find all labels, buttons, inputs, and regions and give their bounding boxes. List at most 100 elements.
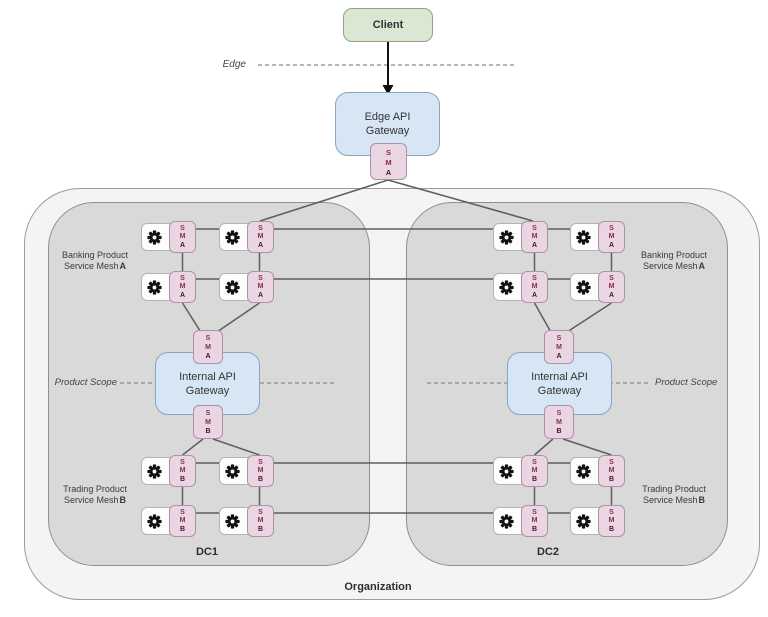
sidecar-sma: S M A	[521, 221, 548, 253]
sidecar-letter: S	[532, 274, 537, 282]
sidecar-letter: M	[531, 283, 538, 291]
edge-scope-label: Edge	[222, 59, 246, 70]
gear-icon	[576, 464, 591, 479]
sidecar-letter: M	[179, 283, 186, 291]
sidecar-letter: S	[180, 274, 185, 282]
sidecar-smb: S M B	[598, 455, 625, 487]
sidecar-smb: S M B	[521, 505, 548, 537]
gear-icon	[147, 230, 162, 245]
client-to-gateway-arrow	[382, 42, 394, 95]
gear-icon	[576, 230, 591, 245]
service-node: S M A	[493, 271, 548, 303]
sidecar-letter: B	[531, 475, 538, 483]
sidecar-letter: M	[531, 467, 538, 475]
sidecar-sma: S M A	[370, 143, 407, 180]
sidecar-letter: M	[556, 419, 562, 426]
sidecar-sma: S M A	[193, 330, 223, 364]
sidecar-letter: B	[257, 525, 264, 533]
mesh-label-banking-left: Banking Product Service MeshA	[40, 250, 150, 272]
service-node: S M B	[493, 505, 548, 537]
sidecar-letter: M	[257, 233, 264, 241]
sidecar-sma: S M A	[544, 330, 574, 364]
sidecar-letter: S	[532, 224, 537, 232]
sidecar-letter: B	[608, 525, 615, 533]
sidecar-letter: A	[608, 241, 615, 249]
mesh-label-trading-left: Trading Product Service MeshB	[40, 484, 150, 506]
sidecar-letter: M	[608, 517, 615, 525]
sidecar-letter: M	[205, 344, 211, 351]
sidecar-letter: A	[385, 167, 392, 177]
sidecar-letter: A	[179, 241, 186, 249]
sidecar-letter: M	[608, 467, 615, 475]
sidecar-letter: A	[257, 291, 264, 299]
sidecar-letter: S	[385, 147, 391, 157]
gear-icon	[499, 280, 514, 295]
sidecar-letter: M	[257, 467, 264, 475]
sidecar-smb: S M B	[169, 505, 196, 537]
sidecar-letter: S	[258, 458, 263, 466]
service-node: S M A	[219, 271, 274, 303]
sidecar-letter: A	[531, 241, 538, 249]
gear-icon	[147, 514, 162, 529]
organization-label: Organization	[344, 581, 412, 593]
service-node: S M A	[493, 221, 548, 253]
sidecar-letter: S	[180, 508, 185, 516]
gear-icon	[499, 514, 514, 529]
mesh-label-suffix: B	[119, 495, 127, 505]
sidecar-letter: M	[608, 283, 615, 291]
sidecar-letter: M	[556, 344, 562, 351]
service-node: S M B	[493, 455, 548, 487]
mesh-label-suffix: A	[119, 261, 127, 271]
gear-icon	[499, 230, 514, 245]
service-node: S M A	[141, 221, 196, 253]
client-node: Client	[343, 8, 433, 42]
sidecar-sma: S M A	[169, 271, 196, 303]
service-node: S M A	[219, 221, 274, 253]
sidecar-letter: S	[258, 224, 263, 232]
sidecar-letter: S	[180, 224, 185, 232]
mesh-label-trading-right: Trading Product Service MeshB	[619, 484, 729, 506]
sidecar-sma: S M A	[598, 271, 625, 303]
sidecar-letter: S	[609, 274, 614, 282]
gear-icon	[225, 280, 240, 295]
sidecar-smb: S M B	[169, 455, 196, 487]
sidecar-letter: M	[385, 157, 392, 167]
mesh-label-suffix: B	[698, 495, 706, 505]
gear-icon	[225, 230, 240, 245]
sidecar-letter: B	[205, 428, 211, 435]
sidecar-letter: S	[258, 274, 263, 282]
service-node: S M B	[141, 505, 196, 537]
gear-icon	[225, 464, 240, 479]
service-node: S M B	[219, 455, 274, 487]
service-node: S M A	[141, 271, 196, 303]
gear-icon	[499, 464, 514, 479]
sidecar-letter: A	[257, 241, 264, 249]
dc1-label: DC1	[195, 546, 218, 558]
mesh-label-line: Trading Product	[63, 484, 127, 494]
dc2-label: DC2	[536, 546, 559, 558]
sidecar-letter: B	[531, 525, 538, 533]
sidecar-letter: M	[531, 233, 538, 241]
service-node: S M A	[570, 271, 625, 303]
sidecar-sma: S M A	[521, 271, 548, 303]
sidecar-letter: A	[531, 291, 538, 299]
internal-api-gateway-label: Internal API Gateway	[531, 370, 588, 397]
sidecar-smb: S M B	[247, 505, 274, 537]
internal-api-gateway-label: Internal API Gateway	[179, 370, 236, 397]
sidecar-smb: S M B	[544, 405, 574, 439]
service-node: S M B	[141, 455, 196, 487]
sidecar-letter: M	[179, 233, 186, 241]
gear-icon	[147, 280, 162, 295]
edge-api-gateway-label: Edge API Gateway	[364, 111, 411, 137]
sidecar-smb: S M B	[521, 455, 548, 487]
service-node: S M A	[570, 221, 625, 253]
sidecar-letter: S	[556, 410, 562, 417]
sidecar-letter: M	[205, 419, 211, 426]
sidecar-letter: S	[205, 410, 211, 417]
service-node: S M B	[570, 455, 625, 487]
sidecar-letter: M	[179, 467, 186, 475]
sidecar-letter: B	[556, 428, 562, 435]
sidecar-letter: B	[179, 525, 186, 533]
sidecar-letter: M	[179, 517, 186, 525]
sidecar-letter: B	[179, 475, 186, 483]
